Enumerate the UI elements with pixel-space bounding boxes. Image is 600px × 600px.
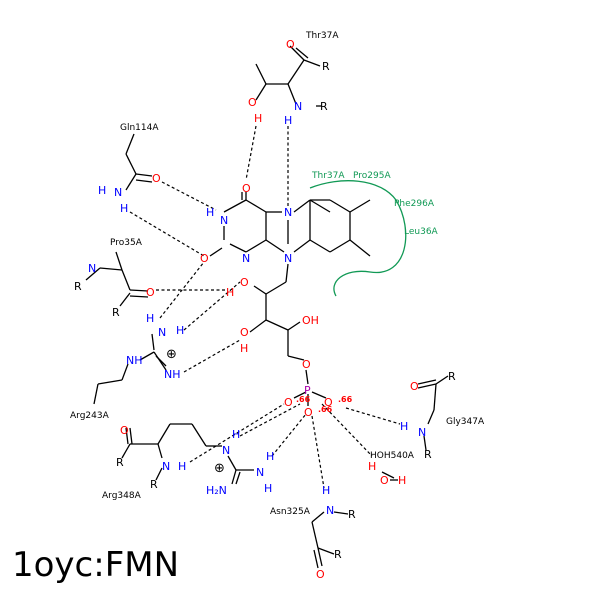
atom-hydrogen: H bbox=[400, 420, 408, 433]
atom-nitrogen: NH bbox=[126, 354, 143, 367]
atom-r-group: R bbox=[322, 60, 330, 73]
atom-oxygen: O bbox=[380, 474, 389, 487]
atom-nitrogen: N bbox=[222, 444, 230, 457]
atom-labels: O R O H N R H O H N H O H N N O N N N R … bbox=[74, 38, 456, 581]
positive-charge-icon: ⊕ bbox=[166, 347, 177, 362]
residue-label-pro35: Pro35A bbox=[110, 238, 143, 248]
residue-label-arg243: Arg243A bbox=[70, 411, 110, 421]
hydrophobic-label-leu36: Leu36A bbox=[404, 227, 439, 237]
distance-label: .66 bbox=[318, 405, 333, 414]
bond-network bbox=[85, 45, 449, 569]
hydrophobic-label-pro295: Pro295A bbox=[353, 171, 391, 181]
residue-label-thr37: Thr37A bbox=[305, 31, 339, 41]
atom-r-group: R bbox=[424, 448, 432, 461]
atom-oxygen: O bbox=[284, 396, 293, 409]
atom-nitrogen: N bbox=[256, 466, 264, 479]
residue-label-hoh540: HOH540A bbox=[370, 451, 415, 461]
atom-r-group: R bbox=[320, 100, 328, 113]
atom-nitrogen: N bbox=[326, 504, 334, 517]
hydrogen-bond-lines bbox=[129, 125, 401, 489]
atom-r-group: R bbox=[448, 370, 456, 383]
positive-charge-icon: ⊕ bbox=[214, 461, 225, 476]
atom-nitrogen: N bbox=[162, 460, 170, 473]
atom-oxygen: O bbox=[152, 172, 161, 185]
atom-nitrogen: NH bbox=[164, 368, 181, 381]
atom-oxygen: O bbox=[200, 252, 209, 265]
atom-hydrogen: H bbox=[368, 460, 376, 473]
atom-oxygen: O bbox=[240, 276, 249, 289]
atom-hydrogen: H bbox=[206, 206, 214, 219]
atom-oxygen: OH bbox=[302, 314, 319, 327]
structure-title: 1oyc:FMN bbox=[12, 545, 180, 585]
atom-nitrogen: N bbox=[418, 426, 426, 439]
distance-label: .66 bbox=[296, 395, 311, 404]
hydrophobic-label-thr37: Thr37A bbox=[311, 171, 345, 181]
atom-hydrogen: H bbox=[254, 112, 262, 125]
atom-oxygen: O bbox=[120, 424, 129, 437]
atom-hydrogen: H bbox=[398, 474, 406, 487]
residue-label-gly347: Gly347A bbox=[446, 417, 485, 427]
atom-nitrogen: N bbox=[284, 206, 292, 219]
atom-oxygen: O bbox=[304, 406, 313, 419]
atom-nitrogen: N bbox=[88, 262, 96, 275]
atom-oxygen: O bbox=[410, 380, 419, 393]
atom-r-group: R bbox=[116, 456, 124, 469]
atom-oxygen: O bbox=[240, 326, 249, 339]
atom-hydrogen: H bbox=[146, 312, 154, 325]
atom-hydrogen: H bbox=[120, 202, 128, 215]
atom-oxygen: O bbox=[242, 182, 251, 195]
atom-oxygen: O bbox=[286, 38, 295, 51]
atom-r-group: R bbox=[150, 478, 158, 491]
atom-hydrogen: H bbox=[178, 460, 186, 473]
atom-oxygen: O bbox=[248, 96, 257, 109]
atom-hydrogen: H bbox=[226, 286, 234, 299]
atom-r-group: R bbox=[334, 548, 342, 561]
residue-label-gln114: Gln114A bbox=[120, 123, 159, 133]
atom-oxygen: O bbox=[146, 286, 155, 299]
hydrophobic-contact-arc bbox=[309, 180, 407, 297]
atom-hydrogen: H bbox=[98, 184, 106, 197]
atom-oxygen: O bbox=[302, 358, 311, 371]
residue-label-arg348: Arg348A bbox=[102, 491, 142, 501]
atom-nitrogen: N bbox=[114, 186, 122, 199]
atom-nitrogen: H₂N bbox=[206, 484, 227, 497]
residue-label-asn325: Asn325A bbox=[270, 507, 311, 517]
atom-r-group: R bbox=[112, 306, 120, 319]
atom-oxygen: O bbox=[316, 568, 325, 581]
atom-hydrogen: H bbox=[232, 428, 240, 441]
atom-hydrogen: H bbox=[322, 484, 330, 497]
atom-nitrogen: N bbox=[220, 214, 228, 227]
atom-hydrogen: H bbox=[266, 450, 274, 463]
atom-nitrogen: N bbox=[242, 252, 250, 265]
atom-r-group: R bbox=[74, 280, 82, 293]
atom-oxygen: O bbox=[324, 396, 333, 409]
atom-hydrogen: H bbox=[284, 114, 292, 127]
hydrophobic-label-phe296: Phe296A bbox=[394, 199, 435, 209]
atom-nitrogen: N bbox=[158, 326, 166, 339]
atom-hydrogen: H bbox=[264, 482, 272, 495]
atom-phosphorus: P bbox=[304, 384, 311, 397]
atom-nitrogen: N bbox=[294, 100, 302, 113]
distance-label: .66 bbox=[338, 395, 353, 404]
atom-hydrogen: H bbox=[240, 342, 248, 355]
atom-r-group: R bbox=[348, 508, 356, 521]
atom-nitrogen: N bbox=[284, 252, 292, 265]
atom-hydrogen: H bbox=[176, 324, 184, 337]
